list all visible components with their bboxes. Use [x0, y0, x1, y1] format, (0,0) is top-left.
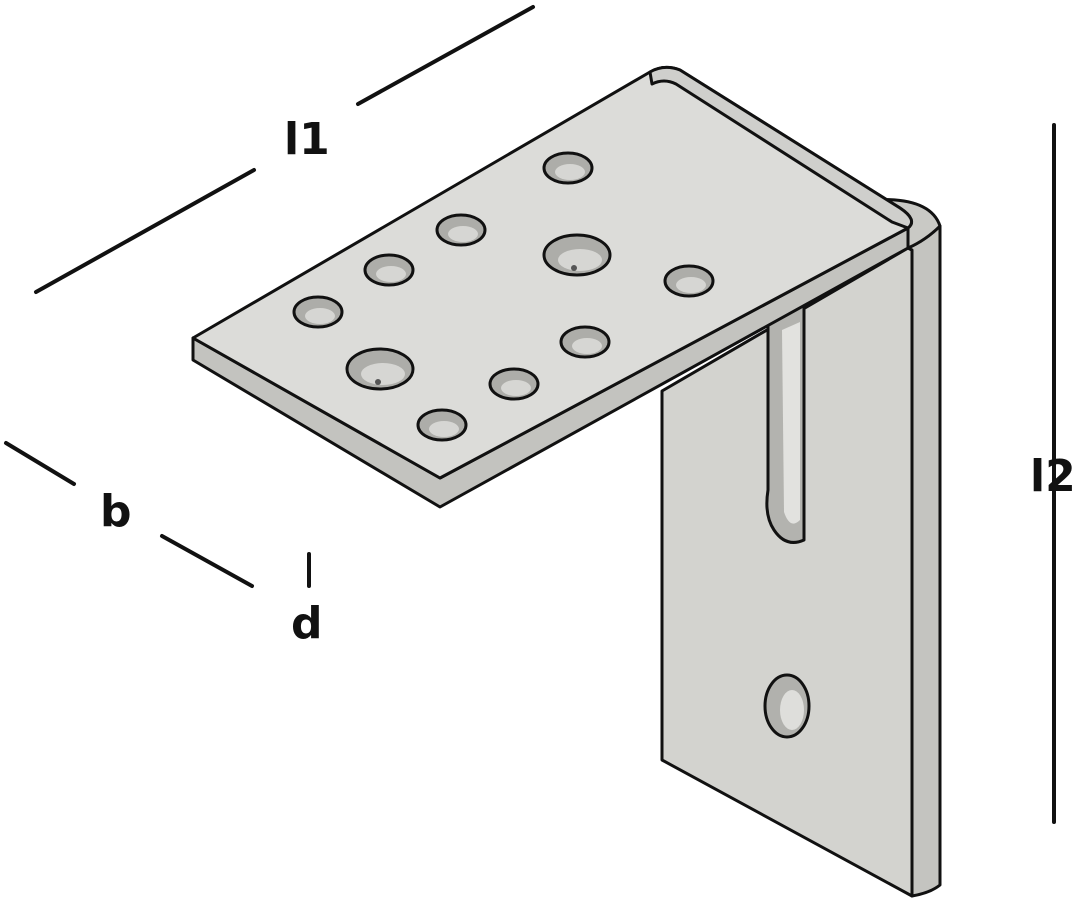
horizontal-flange-holes: [292, 151, 715, 442]
flange-hole: [435, 213, 487, 247]
vertical-flange: [660, 224, 942, 898]
dimension-lines: [4, 5, 1056, 824]
vertical-flange-edge: [906, 224, 942, 898]
flange-hole: [559, 325, 611, 359]
flange-hole: [292, 295, 344, 329]
horizontal-flange-back-rim: [648, 65, 914, 230]
label-d: d: [291, 598, 323, 649]
flange-hole: [488, 367, 540, 401]
label-l1: l1: [284, 114, 330, 165]
flange-hole: [542, 151, 594, 185]
flange-hole: [416, 408, 468, 442]
l1-dimension-line-lower: [34, 168, 256, 294]
flange-hole-large: [345, 347, 415, 391]
flange-hole: [663, 264, 715, 298]
flange-hole-large: [542, 233, 612, 277]
vertical-flange-slot-inner: [782, 322, 800, 524]
vertical-flange-hole-inner: [780, 690, 804, 730]
l1-dimension-line-upper: [356, 5, 535, 106]
label-b: b: [100, 486, 132, 537]
b-dimension-line-upper: [4, 441, 76, 486]
flange-hole: [363, 253, 415, 287]
label-l2: l2: [1030, 451, 1076, 502]
b-dimension-line-lower: [160, 534, 254, 588]
